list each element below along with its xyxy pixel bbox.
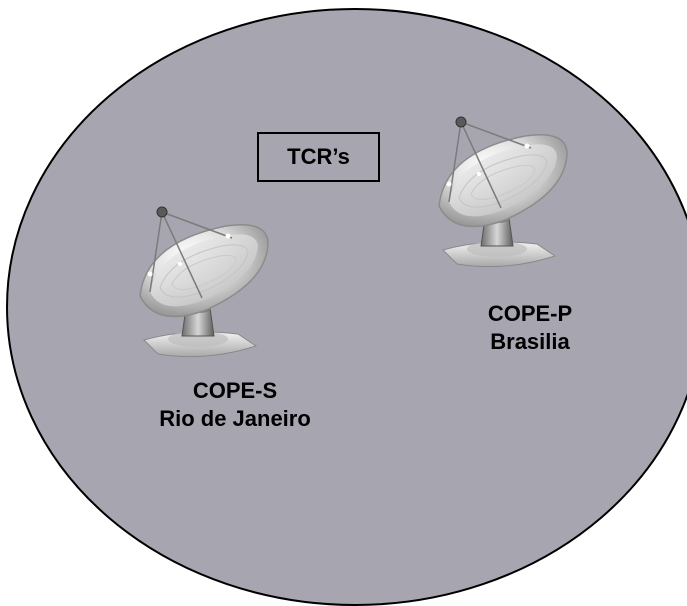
tcrs-label-box: TCR’s xyxy=(257,132,380,182)
site-code: COPE-P xyxy=(487,301,573,326)
site-code: COPE-S xyxy=(192,378,278,403)
site-label-cope-p: COPE-P Brasilia xyxy=(430,300,630,356)
site-label-cope-s: COPE-S Rio de Janeiro xyxy=(110,377,360,433)
site-city: Rio de Janeiro xyxy=(159,406,311,431)
site-city: Brasilia xyxy=(490,329,570,354)
